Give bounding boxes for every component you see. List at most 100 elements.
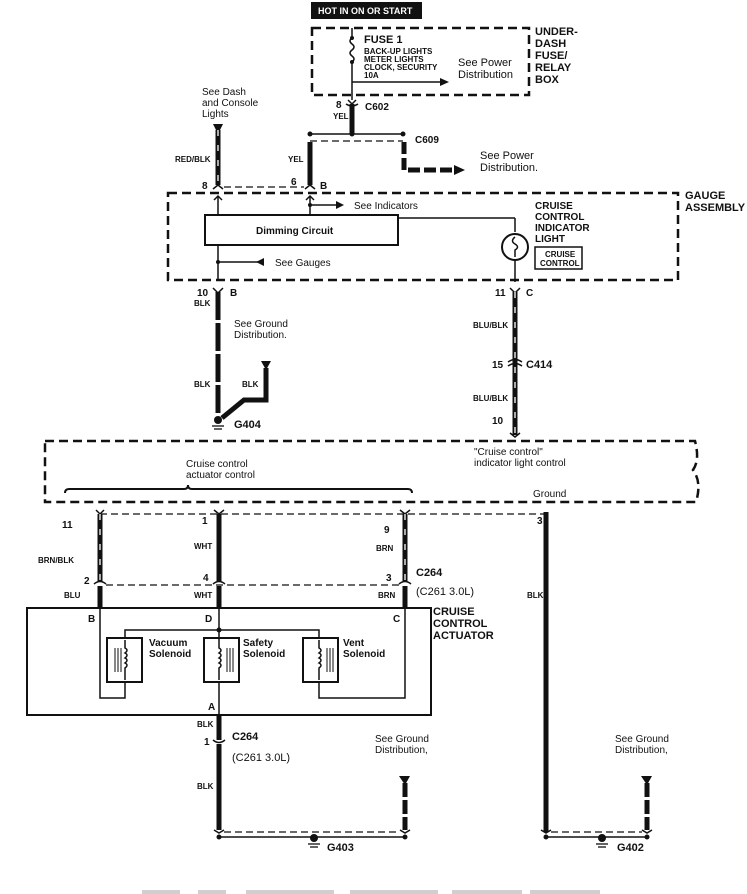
c264-wire-b-bottom: WHT [194, 591, 212, 600]
svg-text:RELAY: RELAY [535, 62, 572, 74]
actuator-bracket [64, 484, 413, 494]
unit-pin9: 9 [384, 525, 390, 536]
unit-pin1: 1 [202, 516, 208, 527]
svg-text:INDICATOR: INDICATOR [535, 223, 590, 234]
svg-text:LIGHT: LIGHT [535, 234, 565, 245]
c414-pin1: 15 [492, 360, 504, 371]
svg-text:DASH: DASH [535, 38, 566, 50]
svg-text:ASSEMBLY: ASSEMBLY [685, 202, 746, 214]
g404-wire1-color: BLK [194, 299, 211, 308]
svg-text:ACTUATOR: ACTUATOR [433, 630, 494, 642]
fuse-box-name: UNDER- DASH FUSE/ RELAY BOX [535, 26, 578, 86]
svg-text:Solenoid: Solenoid [243, 649, 285, 660]
ground-g403: G403 [327, 842, 354, 854]
gauge-pin11: 11 [495, 288, 506, 299]
safety-solenoid-label: Safety Solenoid [243, 638, 285, 660]
svg-text:UNDER-: UNDER- [535, 26, 578, 38]
c264-lower-name: C264 [232, 731, 259, 743]
svg-text:indicator light control: indicator light control [474, 458, 566, 469]
actuator-pin-b: B [88, 614, 95, 625]
indicator-light-control-label: "Cruise control" indicator light control [474, 447, 566, 469]
dimming-circuit [204, 214, 399, 246]
svg-text:Distribution,: Distribution, [615, 745, 668, 756]
actuator-pin-a: A [208, 702, 215, 713]
svg-text:Distribution,: Distribution, [375, 745, 428, 756]
svg-text:See Ground: See Ground [375, 734, 429, 745]
c264-pin-c: 3 [386, 573, 392, 584]
svg-text:GAUGE: GAUGE [685, 190, 725, 202]
see-gauges: See Gauges [275, 258, 331, 269]
g404-wire3-color: BLK [242, 380, 259, 389]
c609-name: C609 [415, 135, 439, 146]
svg-text:CLOCK, SECURITY: CLOCK, SECURITY [364, 63, 438, 72]
svg-text:CRUISE: CRUISE [545, 250, 576, 259]
arrow-left-icon [256, 258, 264, 266]
gauge-assembly-box [166, 191, 680, 282]
svg-text:Cruise control: Cruise control [186, 459, 248, 470]
gauge-pin6: 6 [291, 177, 297, 188]
continuation-arrow-icon [261, 361, 271, 370]
cruise-control-badge [534, 246, 583, 270]
svg-text:Lights: Lights [202, 109, 229, 120]
see-ground-distribution-1: See Ground Distribution. [234, 319, 288, 341]
continuation-arrow-icon [641, 776, 652, 785]
c264-pin-a: 2 [84, 576, 90, 587]
see-indicators: See Indicators [354, 201, 418, 212]
arrow-right-icon [336, 201, 344, 209]
svg-text:CONTROL: CONTROL [433, 618, 488, 630]
svg-text:CRUISE: CRUISE [433, 606, 475, 618]
c414-pin2: 10 [492, 416, 504, 427]
c264-lower-wire-bottom: BLK [197, 782, 214, 791]
vent-solenoid-icon [302, 637, 339, 683]
under-dash-fuse-box [310, 26, 531, 97]
svg-text:BOX: BOX [535, 74, 560, 86]
footer-caption-illegible [142, 890, 600, 894]
svg-text:Distribution.: Distribution. [480, 162, 538, 174]
svg-text:Distribution: Distribution [458, 69, 513, 81]
svg-text:Distribution.: Distribution. [234, 330, 287, 341]
ground-label: Ground [533, 489, 566, 500]
c602-name: C602 [365, 102, 389, 113]
ground-g402-icon [596, 834, 608, 848]
fuse-icon [349, 37, 355, 63]
arrow-right-icon [440, 78, 449, 86]
actuator-pin-c: C [393, 614, 400, 625]
hot-in-label-box [311, 2, 422, 19]
svg-text:FUSE/: FUSE/ [535, 50, 567, 62]
c264-wire-a-top: BRN/BLK [38, 556, 74, 565]
c264-wire-c-top: BRN [376, 544, 394, 553]
hot-in-label: HOT IN ON OR START [318, 6, 413, 16]
svg-text:Solenoid: Solenoid [343, 649, 385, 660]
gauge-pin10: 10 [197, 288, 209, 299]
see-ground-distribution-2: See Ground Distribution, [375, 734, 429, 756]
gauge-pin8: 8 [202, 181, 208, 192]
fuse-name: FUSE 1 [364, 34, 403, 46]
safety-solenoid-icon [203, 637, 240, 683]
gauge-pin6-wire-color: YEL [288, 155, 304, 164]
svg-text:CONTROL: CONTROL [540, 259, 580, 268]
gauge-pin11-letter: C [526, 288, 533, 299]
c264-wire-c-bottom: BRN [378, 591, 396, 600]
see-power-distribution-2: See Power Distribution. [480, 150, 538, 174]
c414-wire1-color: BLU/BLK [473, 321, 508, 330]
c602-pin: 8 [336, 100, 342, 111]
svg-text:CONTROL: CONTROL [535, 212, 584, 223]
svg-text:See Ground: See Ground [234, 319, 288, 330]
ground-g404-icon [212, 416, 224, 430]
continuation-arrow-icon [399, 776, 410, 785]
svg-text:CRUISE: CRUISE [535, 201, 573, 212]
svg-text:actuator control: actuator control [186, 470, 255, 481]
svg-text:Safety: Safety [243, 638, 273, 649]
ground-g403-icon [308, 834, 320, 848]
svg-text:"Cruise control": "Cruise control" [474, 447, 543, 458]
c414-wire2-color: BLU/BLK [473, 394, 508, 403]
vent-solenoid-label: Vent Solenoid [343, 638, 385, 660]
actuator-name: CRUISE CONTROL ACTUATOR [433, 606, 494, 642]
dimming-circuit-label: Dimming Circuit [256, 226, 334, 237]
see-power-distribution-1: See Power Distribution [458, 57, 513, 81]
g402-wire-color: BLK [527, 591, 544, 600]
svg-text:and Console: and Console [202, 98, 259, 109]
c264-lower-alt: (C261 3.0L) [232, 752, 290, 764]
svg-text:See Power: See Power [480, 150, 534, 162]
